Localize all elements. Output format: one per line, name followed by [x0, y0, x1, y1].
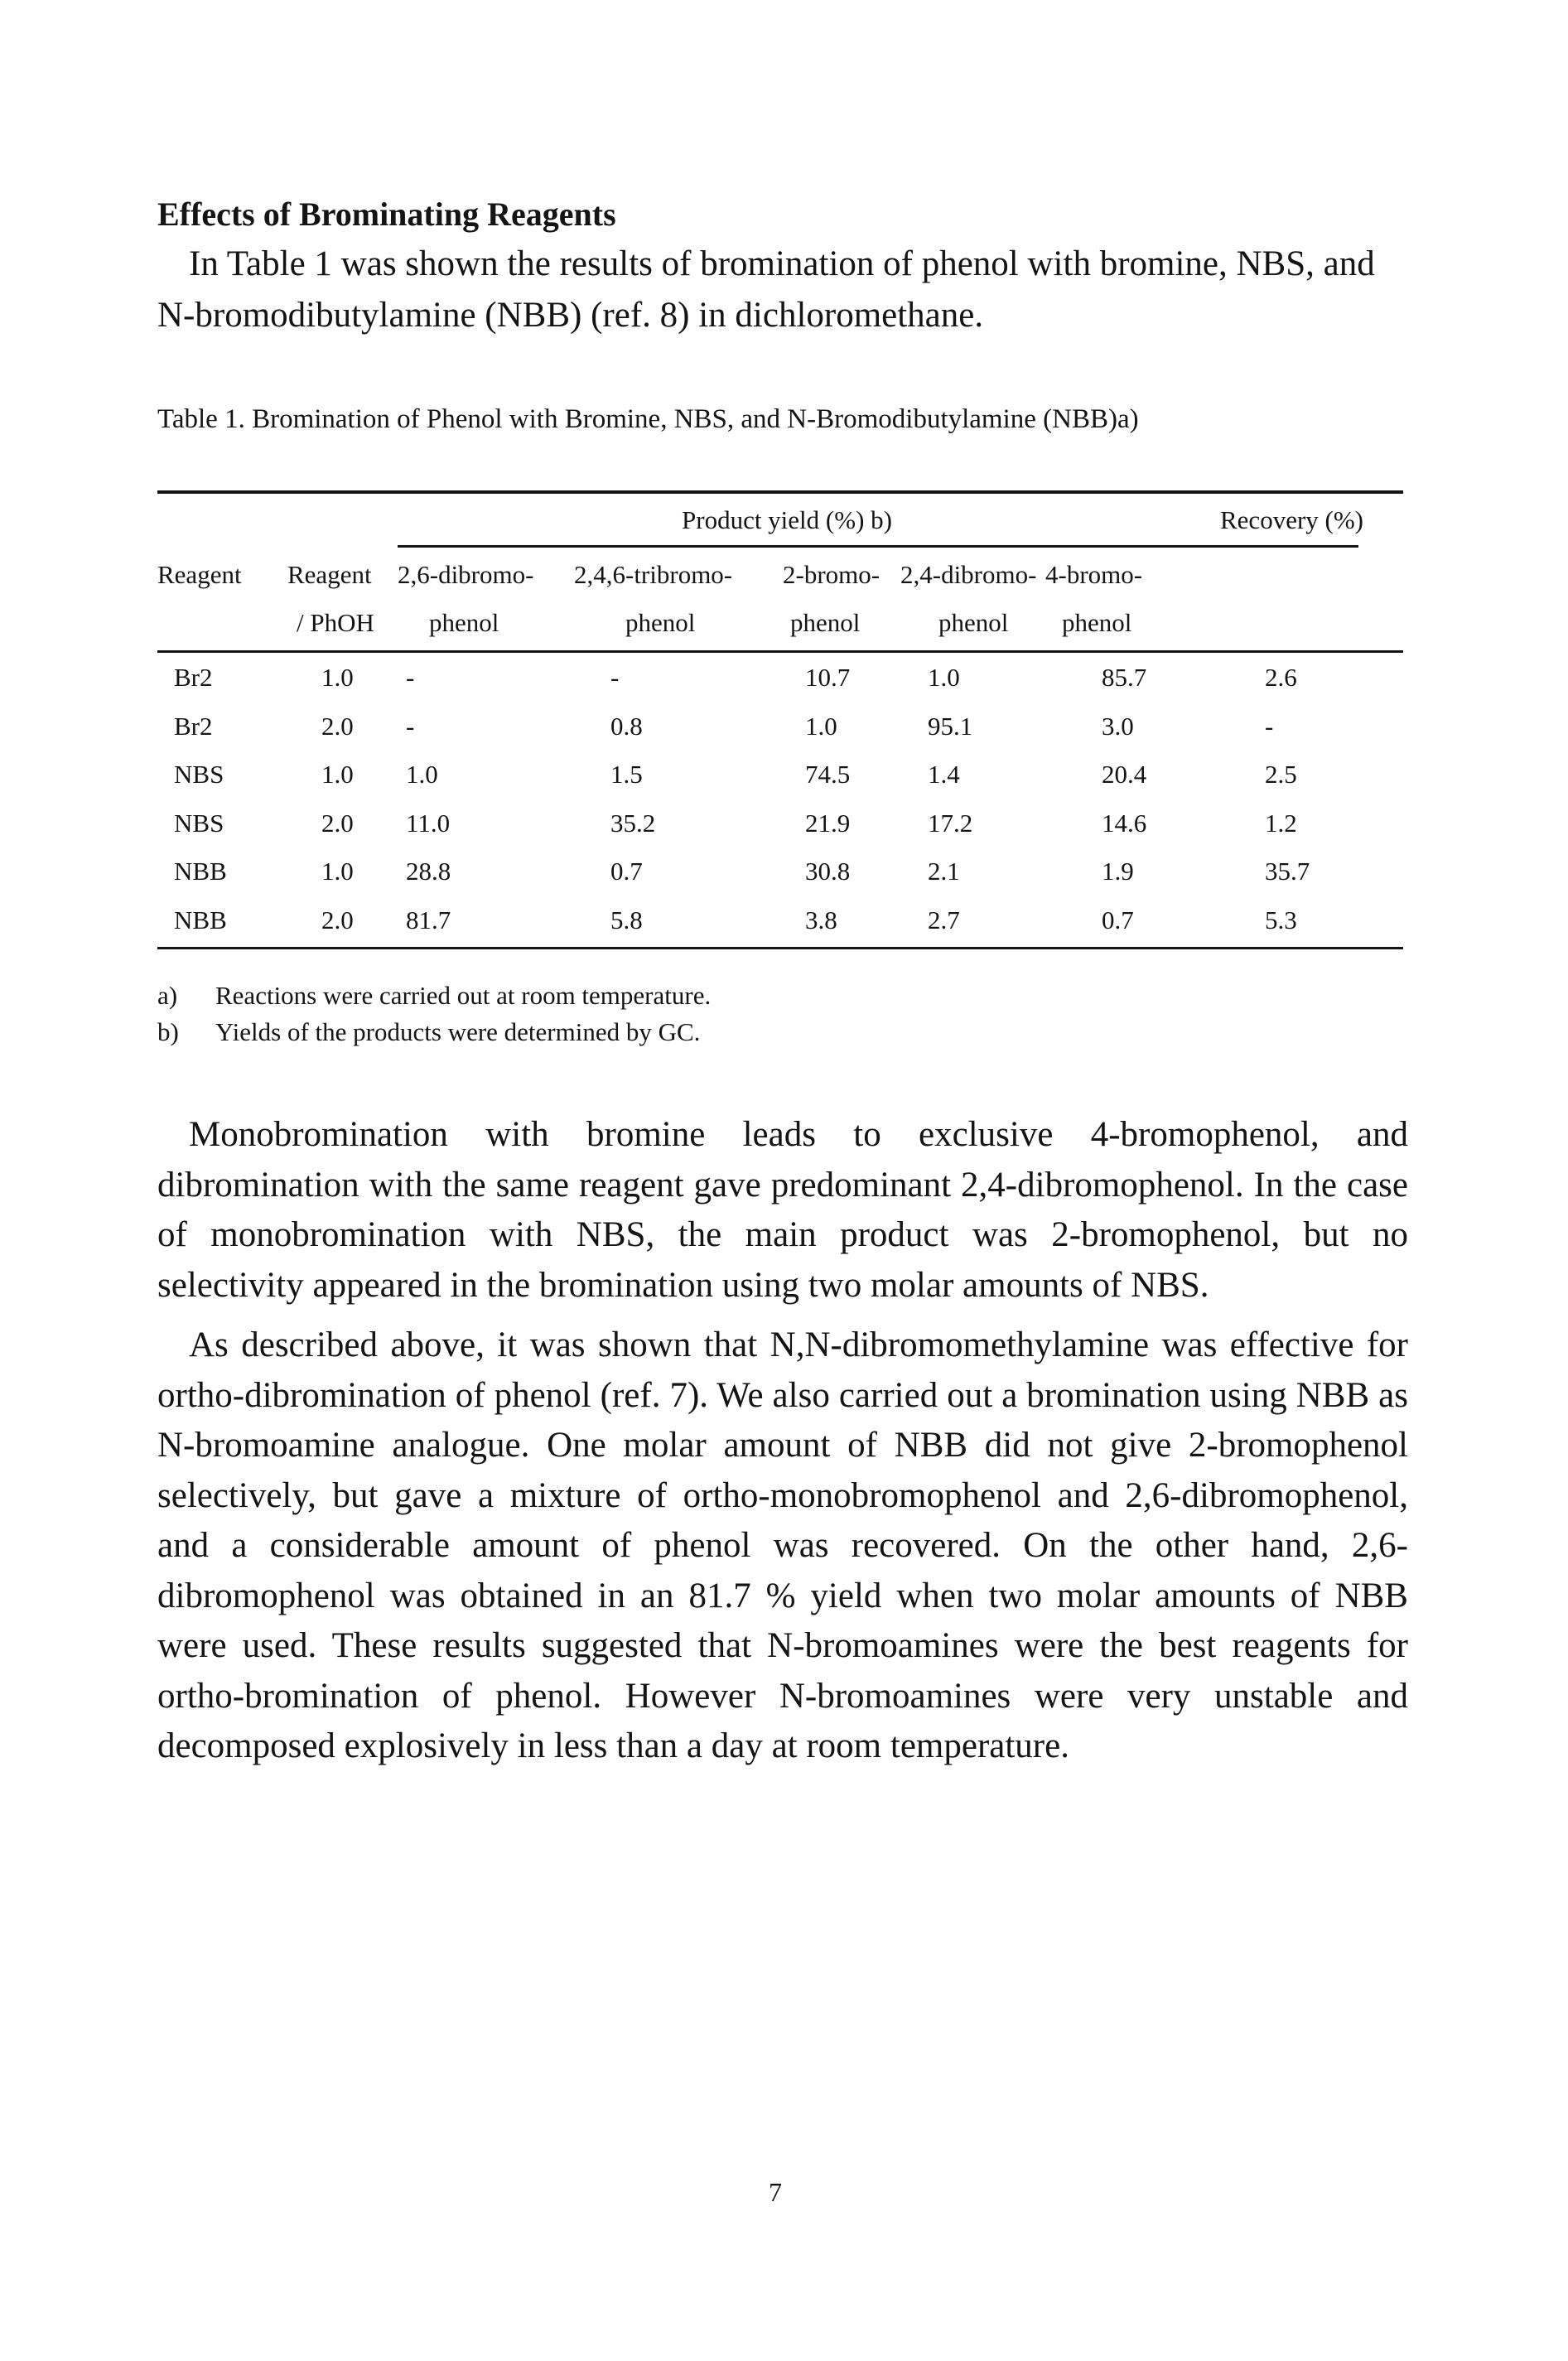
cell-reagent: Br2: [174, 711, 213, 741]
cell-bromo-4: 85.7: [1102, 663, 1147, 692]
footnote-text: Yields of the products were determined b…: [215, 1017, 701, 1046]
table-caption: Table 1. Bromination of Phenol with Brom…: [157, 404, 1139, 434]
product-header-3-sub: phenol: [790, 608, 861, 637]
product-header-4: 2,4-dibromo-: [900, 560, 1037, 589]
product-group-rule: [398, 545, 1358, 548]
footnote-key: b): [157, 1017, 179, 1046]
product-header-4-sub: phenol: [938, 608, 1009, 637]
table-top-rule: [157, 490, 1403, 494]
cell-ratio: 1.0: [321, 663, 354, 692]
table-bottom-rule: [157, 947, 1403, 949]
cell-dibromo-26: -: [406, 663, 415, 692]
product-header-1-sub: phenol: [429, 608, 499, 637]
cell-reagent: NBS: [174, 808, 224, 838]
cell-bromo-2: 21.9: [805, 808, 851, 838]
cell-dibromo-26: -: [406, 711, 415, 741]
cell-dibromo-24: 2.1: [928, 857, 960, 886]
cell-dibromo-24: 95.1: [928, 711, 973, 741]
cell-bromo-2: 10.7: [805, 663, 851, 692]
cell-bromo-4: 14.6: [1102, 808, 1147, 838]
reagent-header: Reagent: [157, 560, 242, 589]
discussion-text: Monobromination with bromine leads to ex…: [157, 1110, 1408, 1772]
ratio-header-line1: Reagent: [287, 560, 372, 589]
cell-tribromo-246: 1.5: [610, 760, 643, 789]
cell-bromo-4: 0.7: [1102, 905, 1134, 934]
cell-reagent: NBB: [174, 857, 227, 886]
cell-reagent: NBS: [174, 760, 224, 789]
paragraph-1: Monobromination with bromine leads to ex…: [157, 1115, 1408, 1305]
cell-bromo-2: 74.5: [805, 760, 851, 789]
cell-bromo-4: 20.4: [1102, 760, 1147, 789]
footnote-a: a) Reactions were carried out at room te…: [157, 978, 711, 1014]
page-number: 7: [769, 2177, 782, 2207]
cell-ratio: 2.0: [321, 711, 354, 741]
cell-reagent: NBB: [174, 905, 227, 934]
product-header-5-sub: phenol: [1062, 608, 1132, 637]
cell-dibromo-26: 81.7: [406, 905, 451, 934]
cell-tribromo-246: 0.7: [610, 857, 643, 886]
cell-recovery: 35.7: [1265, 857, 1310, 886]
table-header-rule: [157, 650, 1403, 653]
cell-dibromo-24: 1.0: [928, 663, 960, 692]
cell-recovery: 1.2: [1265, 808, 1297, 838]
product-header-5: 4-bromo-: [1045, 560, 1143, 589]
product-header-3: 2-bromo-: [783, 560, 880, 589]
cell-bromo-4: 3.0: [1102, 711, 1134, 741]
product-header-2-sub: phenol: [625, 608, 696, 637]
cell-reagent: Br2: [174, 663, 213, 692]
table-footnotes: a) Reactions were carried out at room te…: [157, 978, 711, 1050]
intro-paragraph: In Table 1 was shown the results of brom…: [157, 239, 1408, 341]
cell-dibromo-24: 2.7: [928, 905, 960, 934]
cell-bromo-2: 30.8: [805, 857, 851, 886]
cell-tribromo-246: 5.8: [610, 905, 643, 934]
cell-dibromo-24: 1.4: [928, 760, 960, 789]
section-heading: Effects of Brominating Reagents: [157, 196, 616, 233]
recovery-header: Recovery (%): [1220, 505, 1363, 534]
cell-tribromo-246: 0.8: [610, 711, 643, 741]
cell-ratio: 2.0: [321, 808, 354, 838]
cell-recovery: 2.6: [1265, 663, 1297, 692]
cell-recovery: -: [1265, 711, 1274, 741]
ratio-header-line2: / PhOH: [297, 608, 374, 637]
cell-recovery: 2.5: [1265, 760, 1297, 789]
results-table: Product yield (%) b) Recovery (%) Reagen…: [157, 490, 1403, 954]
cell-dibromo-26: 28.8: [406, 857, 451, 886]
product-header-2: 2,4,6-tribromo-: [574, 560, 733, 589]
footnote-key: a): [157, 981, 178, 1010]
cell-bromo-2: 3.8: [805, 905, 837, 934]
footnote-b: b) Yields of the products were determine…: [157, 1014, 711, 1050]
cell-ratio: 1.0: [321, 760, 354, 789]
cell-ratio: 1.0: [321, 857, 354, 886]
intro-text: In Table 1 was shown the results of brom…: [157, 244, 1375, 335]
product-yield-header: Product yield (%) b): [682, 505, 892, 534]
cell-ratio: 2.0: [321, 905, 354, 934]
footnote-text: Reactions were carried out at room tempe…: [215, 981, 712, 1010]
cell-bromo-4: 1.9: [1102, 857, 1134, 886]
cell-dibromo-26: 1.0: [406, 760, 438, 789]
cell-bromo-2: 1.0: [805, 711, 837, 741]
cell-tribromo-246: -: [610, 663, 620, 692]
cell-recovery: 5.3: [1265, 905, 1297, 934]
product-header-1: 2,6-dibromo-: [398, 560, 534, 589]
cell-tribromo-246: 35.2: [610, 808, 656, 838]
paragraph-2: As described above, it was shown that N,…: [157, 1325, 1408, 1765]
cell-dibromo-24: 17.2: [928, 808, 973, 838]
cell-dibromo-26: 11.0: [406, 808, 451, 838]
